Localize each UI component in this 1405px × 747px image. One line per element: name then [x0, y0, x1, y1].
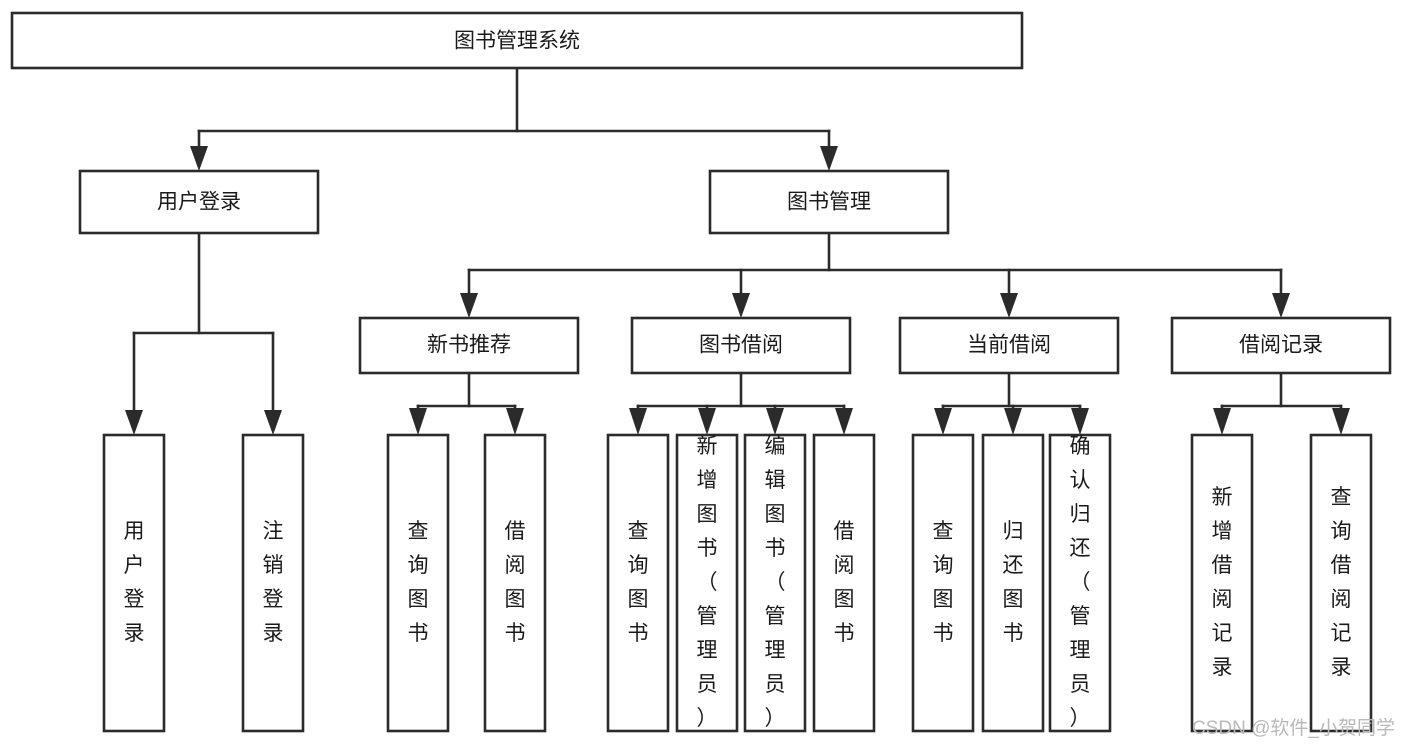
- leaf-box-current-borrow-0[interactable]: [911, 433, 975, 733]
- connector-layer: [125, 66, 1350, 435]
- node-root[interactable]: 图书管理系统: [10, 11, 1024, 70]
- node-level2-new-book-recommend-label: 新书推荐: [427, 334, 511, 357]
- leaf-node-borrow-record-0[interactable]: 新增借阅记录: [1190, 433, 1254, 733]
- arrow-head-book-borrow: [732, 293, 750, 318]
- leaf-box-borrow-record-0[interactable]: [1190, 433, 1254, 733]
- arrow-head-user-login: [190, 146, 208, 171]
- leaf-box-borrow-record-1[interactable]: [1309, 433, 1373, 733]
- leaf-box-book-borrow-1[interactable]: [675, 433, 739, 733]
- node-level2-book-borrow-box[interactable]: [630, 316, 852, 375]
- arrow-head-leaf-bookborrow-2: [766, 408, 784, 435]
- leaf-label-borrow-record-1: 查询借阅记录: [1331, 486, 1352, 679]
- arrow-head-new-book-recommend: [460, 293, 478, 318]
- arrow-head-leaf-currentborrow-1: [1004, 408, 1022, 435]
- leaf-node-current-borrow-0[interactable]: 查询图书: [911, 433, 975, 733]
- node-root-box[interactable]: [10, 11, 1024, 70]
- leaf-box-book-borrow-2[interactable]: [743, 433, 807, 733]
- leaf-label-new-book-recommend-1: 借阅图书: [505, 520, 526, 645]
- leaf-label-book-borrow-0: 查询图书: [628, 520, 649, 645]
- leaf-box-user-login-0[interactable]: [102, 433, 166, 733]
- node-root-label: 图书管理系统: [454, 30, 580, 53]
- leaf-label-current-borrow-0: 查询图书: [933, 520, 954, 645]
- node-level1-book-manage-box[interactable]: [708, 169, 950, 235]
- leaf-node-new-book-recommend-0[interactable]: 查询图书: [386, 433, 450, 733]
- node-level2-book-borrow-label: 图书借阅: [699, 334, 783, 357]
- arrow-head-leaf-bookborrow-3: [835, 408, 853, 435]
- node-level1-user-login-box[interactable]: [78, 169, 320, 235]
- leaf-node-user-login-1[interactable]: 注销登录: [241, 433, 305, 733]
- leaf-box-new-book-recommend-1[interactable]: [483, 433, 547, 733]
- csdn-watermark: CSDN @软件_小贺同学: [1192, 717, 1395, 739]
- arrow-head-leaf-user-login: [125, 410, 143, 435]
- leaf-label-book-borrow-1: 新增图书（管理员）: [697, 435, 718, 730]
- node-level1-user-login[interactable]: 用户登录: [78, 169, 320, 235]
- leaf-node-current-borrow-2[interactable]: 确认归还（管理员）: [1048, 433, 1112, 733]
- leaf-node-current-borrow-1[interactable]: 归还图书: [981, 433, 1045, 733]
- leaf-node-book-borrow-1[interactable]: 新增图书（管理员）: [675, 433, 739, 733]
- leaf-box-book-borrow-3[interactable]: [812, 433, 876, 733]
- node-level1-user-login-label: 用户登录: [157, 191, 241, 214]
- leaf-label-book-borrow-3: 借阅图书: [834, 520, 855, 645]
- leaf-node-book-borrow-2[interactable]: 编辑图书（管理员）: [743, 433, 807, 733]
- arrow-head-leaf-logout: [264, 410, 282, 435]
- node-level2-current-borrow-box[interactable]: [898, 316, 1120, 375]
- arrow-head-current-borrow: [1000, 293, 1018, 318]
- leaf-node-new-book-recommend-1[interactable]: 借阅图书: [483, 433, 547, 733]
- node-level1-book-manage[interactable]: 图书管理: [708, 169, 950, 235]
- arrow-head-leaf-newbook-0: [409, 408, 427, 435]
- arrow-head-leaf-currentborrow-0: [934, 408, 952, 435]
- leaf-box-current-borrow-1[interactable]: [981, 433, 1045, 733]
- leaf-node-book-borrow-0[interactable]: 查询图书: [606, 433, 670, 733]
- leaf-box-current-borrow-2[interactable]: [1048, 433, 1112, 733]
- arrow-head-leaf-bookborrow-0: [629, 408, 647, 435]
- node-level2-new-book-recommend[interactable]: 新书推荐: [358, 316, 580, 375]
- leaf-label-borrow-record-0: 新增借阅记录: [1212, 486, 1233, 679]
- node-level1-book-manage-label: 图书管理: [787, 191, 871, 214]
- node-level2-borrow-record-label: 借阅记录: [1239, 334, 1323, 357]
- node-level2-borrow-record[interactable]: 借阅记录: [1170, 316, 1392, 375]
- leaf-label-current-borrow-1: 归还图书: [1003, 520, 1024, 645]
- leaf-label-current-borrow-2: 确认归还（管理员）: [1070, 435, 1091, 730]
- arrow-head-leaf-currentborrow-2: [1071, 408, 1089, 435]
- node-level2-current-borrow-label: 当前借阅: [967, 334, 1051, 357]
- leaf-label-user-login-1: 注销登录: [263, 520, 284, 645]
- arrow-head-borrow-record: [1272, 293, 1290, 318]
- leaf-node-book-borrow-3[interactable]: 借阅图书: [812, 433, 876, 733]
- node-level2-book-borrow[interactable]: 图书借阅: [630, 316, 852, 375]
- arrow-head-book-manage: [820, 146, 838, 171]
- arrow-head-leaf-borrowrecord-0: [1213, 408, 1231, 435]
- leaf-node-user-login-0[interactable]: 用户登录: [102, 433, 166, 733]
- leaf-box-new-book-recommend-0[interactable]: [386, 433, 450, 733]
- leaf-label-user-login-0: 用户登录: [124, 520, 145, 645]
- leaf-box-user-login-1[interactable]: [241, 433, 305, 733]
- arrow-head-leaf-newbook-1: [506, 408, 524, 435]
- leaf-node-borrow-record-1[interactable]: 查询借阅记录: [1309, 433, 1373, 733]
- node-level2-new-book-recommend-box[interactable]: [358, 316, 580, 375]
- node-level2-current-borrow[interactable]: 当前借阅: [898, 316, 1120, 375]
- node-level2-borrow-record-box[interactable]: [1170, 316, 1392, 375]
- leaf-label-new-book-recommend-0: 查询图书: [408, 520, 429, 645]
- arrow-head-leaf-bookborrow-1: [698, 408, 716, 435]
- leaf-box-book-borrow-0[interactable]: [606, 433, 670, 733]
- arrow-head-leaf-borrowrecord-1: [1332, 408, 1350, 435]
- leaf-label-book-borrow-2: 编辑图书（管理员）: [765, 435, 786, 730]
